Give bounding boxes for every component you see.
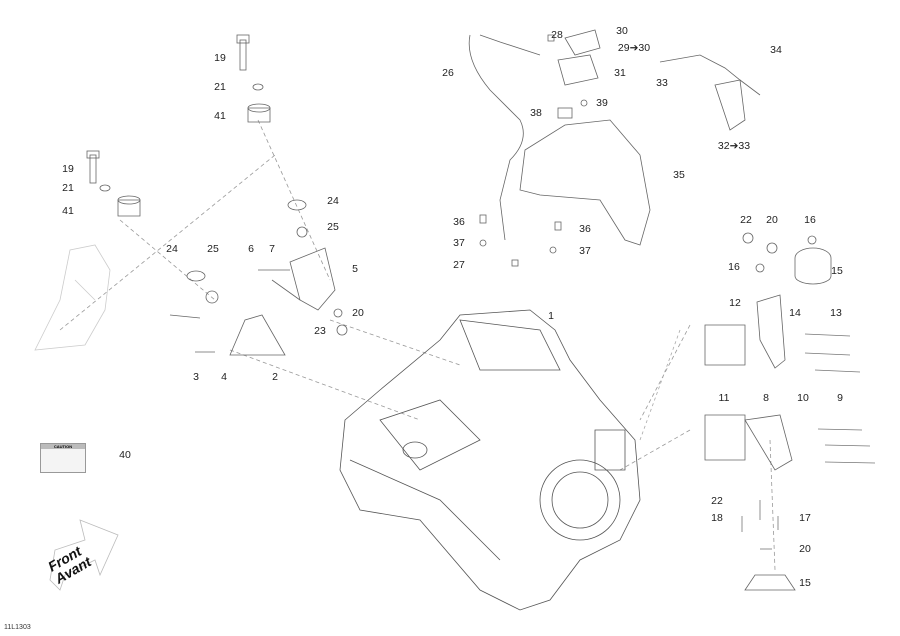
- callout-part-36: 36: [453, 216, 465, 228]
- callout-part-22: 22: [740, 214, 752, 226]
- callout-part-35: 35: [673, 169, 685, 181]
- callout-part-8: 8: [763, 392, 769, 404]
- callout-part-5: 5: [352, 263, 358, 275]
- warning-decal: CAUTION: [40, 443, 86, 473]
- callout-part-24: 24: [166, 243, 178, 255]
- callout-part-41: 41: [62, 205, 74, 217]
- callout-part-36: 36: [579, 223, 591, 235]
- callout-part-37: 37: [579, 245, 591, 257]
- callout-part-26: 26: [442, 67, 454, 79]
- callout-part-17: 17: [799, 512, 811, 524]
- callout-part-40: 40: [119, 449, 131, 461]
- engine-mount-hardware: [86, 34, 348, 356]
- callout-part-39: 39: [596, 97, 608, 109]
- assembly-dashed-lines: [59, 119, 776, 571]
- callout-part-19: 19: [214, 52, 226, 64]
- frame-outline: [34, 244, 111, 351]
- callout-part-10: 10: [797, 392, 809, 404]
- callout-part-25: 25: [327, 221, 339, 233]
- callout-part-16: 16: [728, 261, 740, 273]
- right-mount-hardware: [704, 232, 876, 591]
- callout-part-20: 20: [799, 543, 811, 555]
- callout-part-15: 15: [799, 577, 811, 589]
- callout-part-16: 16: [804, 214, 816, 226]
- callout-part-14: 14: [789, 307, 801, 319]
- callout-part-2: 2: [272, 371, 278, 383]
- callout-part-23: 23: [314, 325, 326, 337]
- callout-part-11: 11: [718, 392, 730, 404]
- callout-part-30: 30: [616, 25, 628, 37]
- callout-part-33: 33: [656, 77, 668, 89]
- callout-part-34: 34: [770, 44, 782, 56]
- callout-part-19: 19: [62, 163, 74, 175]
- callout-part-24: 24: [327, 195, 339, 207]
- callout-part-18: 18: [711, 512, 723, 524]
- callout-part-13: 13: [830, 307, 842, 319]
- callout-part-9: 9: [837, 392, 843, 404]
- engine-assembly: [339, 309, 641, 611]
- callout-part-20: 20: [766, 214, 778, 226]
- callout-part-27: 27: [453, 259, 465, 271]
- callout-part-20: 20: [352, 307, 364, 319]
- callout-part-38: 38: [530, 107, 542, 119]
- callout-part-3: 3: [193, 371, 199, 383]
- callout-part-37: 37: [453, 237, 465, 249]
- callout-part-41: 41: [214, 110, 226, 122]
- callout-part-32-33: 32➔33: [717, 140, 751, 152]
- callout-part-7: 7: [269, 243, 275, 255]
- callout-part-4: 4: [221, 371, 227, 383]
- callout-part-6: 6: [248, 243, 254, 255]
- diagram-reference-number: 11L1303: [4, 624, 31, 631]
- callout-part-21: 21: [214, 81, 226, 93]
- callout-part-29-30: 29➔30: [617, 42, 651, 54]
- callout-part-22: 22: [711, 495, 723, 507]
- front-arrow-shape: [49, 519, 119, 591]
- callout-part-12: 12: [729, 297, 741, 309]
- callout-part-1: 1: [548, 310, 554, 322]
- callout-part-25: 25: [207, 243, 219, 255]
- callout-part-15: 15: [831, 265, 843, 277]
- harness-bracket: [468, 29, 761, 267]
- callout-part-28: 28: [551, 29, 563, 41]
- callout-part-31: 31: [614, 67, 626, 79]
- callout-part-21: 21: [62, 182, 74, 194]
